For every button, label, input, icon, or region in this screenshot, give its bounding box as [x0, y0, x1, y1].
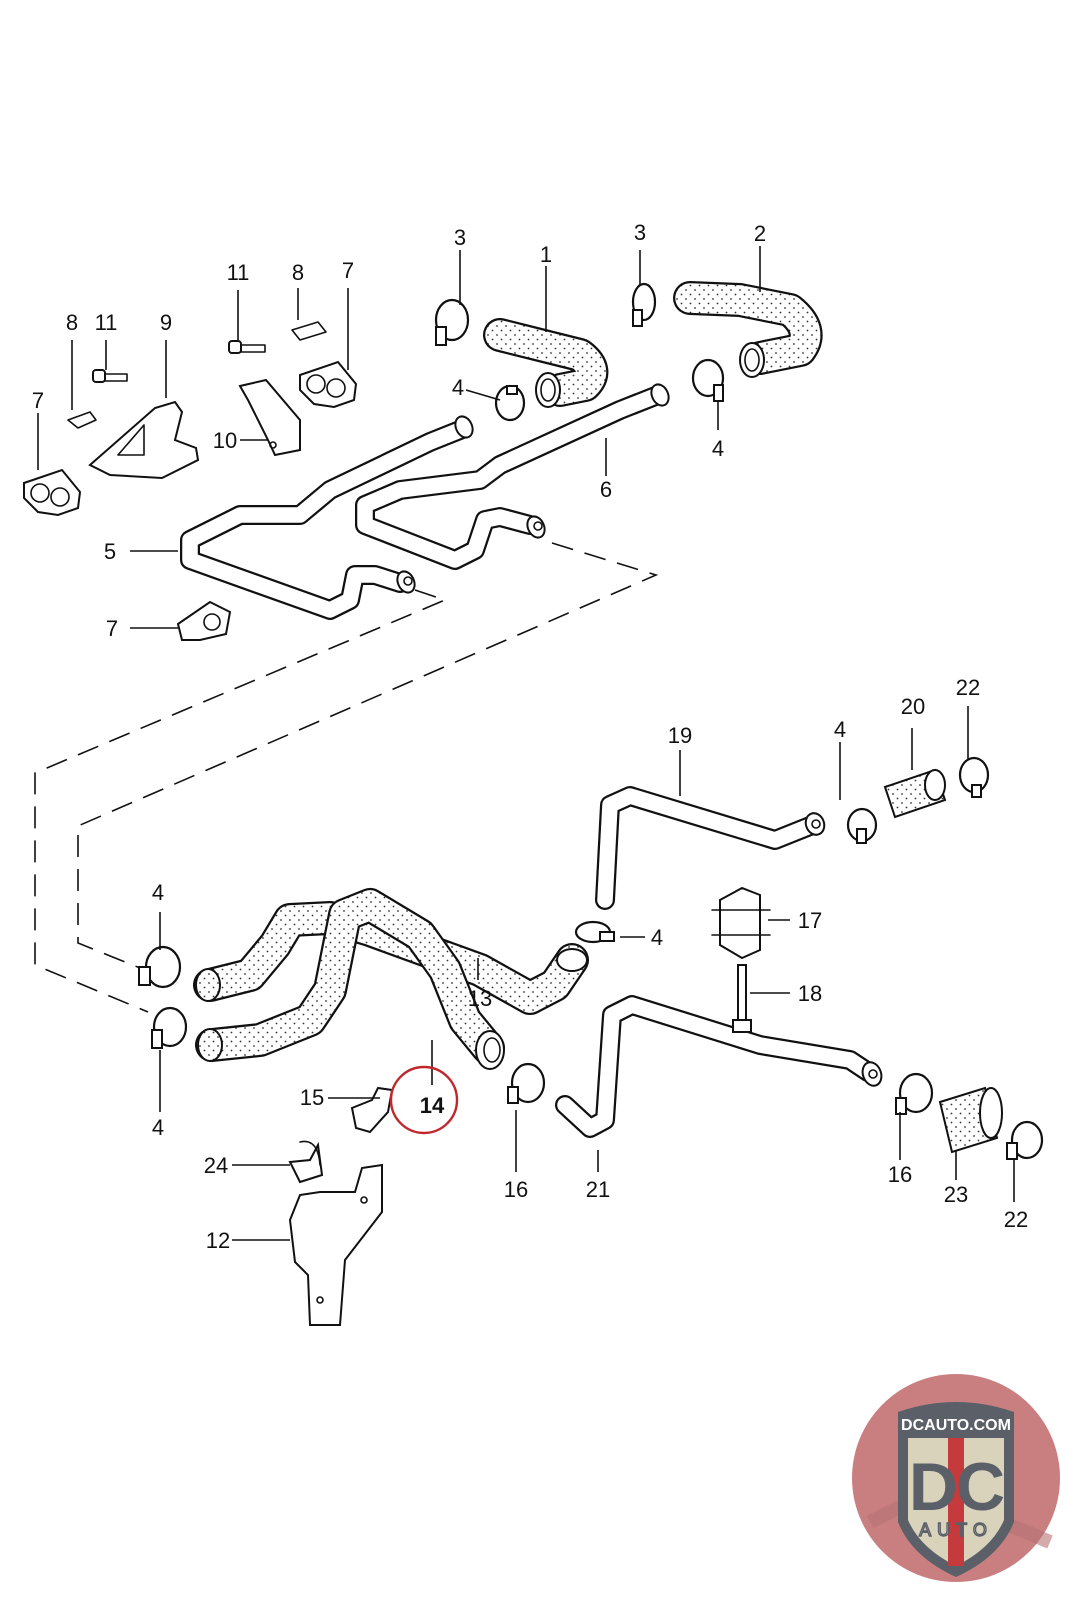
callout-3a[interactable]: 3 — [454, 225, 466, 250]
logo-site-text: DCAUTO.COM — [901, 1417, 1011, 1434]
part-20-hose-sleeve — [883, 768, 947, 819]
leader-lines — [37, 246, 1015, 1241]
callout-8a[interactable]: 8 — [66, 310, 78, 335]
callout-5[interactable]: 5 — [104, 539, 116, 564]
clamp-3b — [631, 282, 657, 327]
part-23-hose-sleeve — [938, 1086, 1003, 1154]
callout-16b[interactable]: 16 — [888, 1162, 912, 1187]
callout-7c[interactable]: 7 — [106, 616, 118, 641]
callout-23[interactable]: 23 — [944, 1182, 968, 1207]
callout-4c[interactable]: 4 — [152, 880, 164, 905]
bolt-11b — [228, 340, 266, 354]
bracket-7a — [23, 468, 82, 517]
callout-6[interactable]: 6 — [600, 477, 612, 502]
clamp-4b — [691, 358, 725, 402]
callout-19[interactable]: 19 — [668, 723, 692, 748]
clamp-16a — [507, 1062, 546, 1104]
callout-17[interactable]: 17 — [798, 908, 822, 933]
clip-8a — [67, 411, 97, 429]
callout-22a[interactable]: 22 — [956, 675, 980, 700]
callout-11b[interactable]: 11 — [227, 260, 250, 285]
callout-labels: 1 2 3 3 4 4 4 4 4 4 5 6 7 7 7 8 8 9 10 1… — [32, 220, 1028, 1253]
part-21-pipe — [555, 995, 883, 1138]
bracket-12 — [288, 1163, 383, 1326]
callout-11a[interactable]: 11 — [95, 310, 118, 335]
callout-12[interactable]: 12 — [206, 1228, 230, 1253]
callout-4f[interactable]: 4 — [834, 717, 846, 742]
callout-15[interactable]: 15 — [300, 1085, 324, 1110]
clamp-3a — [434, 298, 470, 346]
callout-24[interactable]: 24 — [204, 1153, 228, 1178]
callout-10[interactable]: 10 — [213, 428, 237, 453]
part-6-pipe — [355, 383, 670, 570]
highlight-ring-part-14 — [389, 1065, 459, 1135]
clamp-16b — [895, 1072, 934, 1115]
bracket-7c — [176, 600, 232, 641]
callout-2[interactable]: 2 — [754, 221, 766, 246]
clamp-4f — [846, 807, 878, 844]
clamp-4c — [138, 945, 182, 989]
clamp-4e — [574, 920, 615, 944]
clip-8b — [291, 321, 327, 341]
callout-21[interactable]: 21 — [586, 1177, 610, 1202]
callout-4a[interactable]: 4 — [452, 375, 464, 400]
logo-subtitle: AUTO — [919, 1520, 993, 1540]
part-14-hose — [195, 888, 505, 1070]
bracket-9 — [88, 400, 200, 480]
dashed-connection-lines — [34, 542, 659, 1013]
clamp-17 — [711, 886, 771, 960]
callout-1[interactable]: 1 — [540, 242, 552, 267]
bolt-18 — [732, 964, 752, 1033]
callout-13[interactable]: 13 — [468, 986, 492, 1011]
callout-8b[interactable]: 8 — [292, 260, 304, 285]
part-5-pipe — [180, 415, 474, 620]
clip-24 — [288, 1140, 324, 1184]
callout-4b[interactable]: 4 — [712, 436, 724, 461]
callout-9[interactable]: 9 — [160, 310, 172, 335]
dcauto-logo: DCAUTO.COM DC AUTO — [852, 1374, 1060, 1582]
bolt-11a — [92, 369, 128, 383]
clamp-4d — [151, 1006, 188, 1049]
clamp-4a — [494, 384, 526, 422]
callout-18[interactable]: 18 — [798, 981, 822, 1006]
callout-4e[interactable]: 4 — [651, 925, 663, 950]
part-19-pipe — [595, 786, 826, 910]
callout-22b[interactable]: 22 — [1004, 1207, 1028, 1232]
brackets-and-fasteners — [23, 321, 358, 641]
callout-14[interactable]: 14 — [420, 1093, 445, 1118]
callout-4d[interactable]: 4 — [152, 1115, 164, 1140]
callout-16a[interactable]: 16 — [504, 1177, 528, 1202]
logo-red-stripe — [948, 1438, 964, 1566]
callout-7b[interactable]: 7 — [342, 258, 354, 283]
callout-3b[interactable]: 3 — [634, 220, 646, 245]
bracket-10 — [238, 378, 301, 457]
hose-clamps — [138, 282, 1044, 1160]
logo-monogram: DC — [909, 1449, 1004, 1525]
clamp-22b — [1006, 1120, 1044, 1160]
bracket-7b — [299, 360, 358, 409]
callout-7a[interactable]: 7 — [32, 388, 44, 413]
part-2-hose — [673, 281, 823, 378]
part-1-hose — [483, 318, 609, 408]
callout-20[interactable]: 20 — [901, 694, 925, 719]
clip-15 — [350, 1086, 394, 1134]
clamp-22a — [958, 756, 990, 798]
